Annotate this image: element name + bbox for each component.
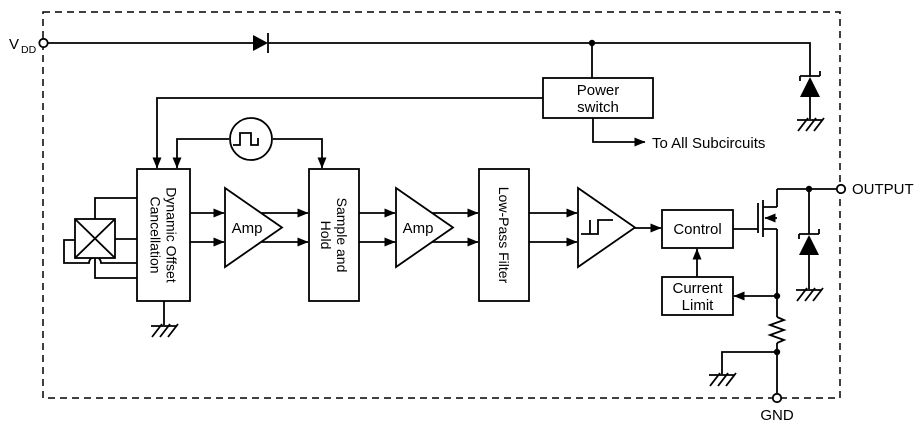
wires — [47, 42, 811, 169]
output-terminal — [835, 183, 847, 195]
control-label: Control — [673, 221, 721, 238]
lpf-label: Low-Pass Filter — [496, 187, 512, 284]
vdd-label-subscript: DD — [21, 44, 37, 56]
doc-label-line2: Cancellation — [148, 196, 164, 273]
sh-label-line2: Hold — [318, 221, 334, 250]
block-low-pass-filter: Low-Pass Filter — [478, 168, 530, 302]
clock-to-doc-wire — [172, 138, 229, 169]
power-switch-label-line1: Power — [577, 82, 620, 99]
signal-wires — [190, 208, 777, 301]
gnd-label: GND — [760, 407, 794, 424]
amp1-label: Amp — [232, 220, 263, 237]
current-limit-label-line1: Current — [672, 280, 723, 297]
hall-element-icon — [63, 197, 137, 279]
output-label: OUTPUT — [852, 181, 914, 198]
current-limit-label-line2: Limit — [682, 297, 715, 314]
amp2-label: Amp — [403, 220, 434, 237]
output-mosfet-icon — [733, 189, 778, 317]
to-all-subcircuits-wire — [592, 118, 646, 147]
vdd-label: V — [9, 36, 19, 53]
sense-resistor-icon — [767, 316, 787, 344]
block-amp2: Amp — [395, 186, 455, 269]
power-to-doc-wire — [152, 97, 543, 169]
vdd-terminal — [38, 37, 49, 49]
block-sample-and-hold: Sample and Hold — [308, 168, 360, 302]
power-switch-label-line2: switch — [577, 99, 619, 116]
clock-to-sh-wire — [273, 138, 327, 169]
ground-icon — [796, 117, 825, 132]
clock-oscillator-icon — [229, 117, 273, 161]
block-dynamic-offset-cancellation: Dynamic Offset Cancellation — [136, 168, 191, 325]
doc-label-line1: Dynamic Offset — [164, 187, 180, 283]
schmitt-trigger-icon — [577, 186, 637, 269]
junction-dots — [588, 39, 813, 356]
supply-diode-icon — [253, 33, 269, 53]
block-power-switch: Power switch — [542, 77, 654, 119]
square-wave-icon — [233, 132, 259, 146]
block-control: Control — [661, 209, 734, 249]
chip-boundary — [42, 11, 841, 399]
gnd-terminal — [771, 392, 783, 404]
ground-icon — [795, 287, 824, 302]
ground-icon — [150, 323, 179, 338]
block-current-limit: Current Limit — [661, 276, 734, 316]
block-amp1: Amp — [224, 186, 284, 269]
sh-label-line1: Sample and — [334, 198, 350, 273]
ground-icon — [708, 372, 737, 387]
to-all-subcircuits-label: To All Subcircuits — [652, 135, 765, 152]
hysteresis-icon — [581, 219, 613, 235]
